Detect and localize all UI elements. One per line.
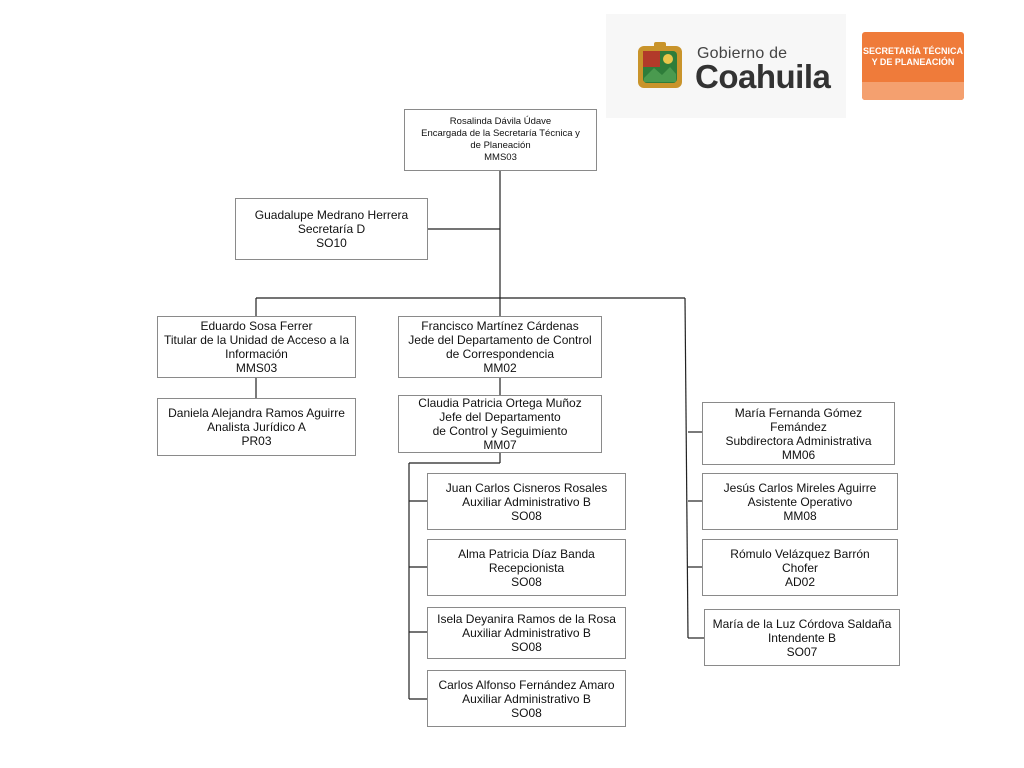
org-box-operative: Jesús Carlos Mireles Aguirre Asistente O… [702, 473, 898, 530]
admin-name-2: Femández [770, 419, 827, 434]
aux1-title: Auxiliar Administrativo B [462, 494, 591, 509]
org-box-transparency: Eduardo Sosa Ferrer Titular de la Unidad… [157, 316, 356, 378]
secretary-code: SO10 [316, 236, 347, 250]
admin-name-1: María Fernanda Gómez [734, 405, 863, 420]
org-box-admin: María Fernanda Gómez Femández Subdirecto… [702, 402, 895, 465]
transparency-title-2: Información [225, 347, 288, 361]
janitor-title: Intendente B [767, 630, 837, 645]
tracking-title-1: Jefe del Departamento [439, 410, 561, 424]
aux2-title: Auxiliar Administrativo B [462, 626, 591, 640]
aux3-code: SO08 [511, 705, 542, 720]
legal-analyst-code: PR03 [241, 434, 272, 448]
transparency-title-1: Titular de la Unidad de Acceso a la [164, 333, 349, 347]
org-box-legal-analyst: Daniela Alejandra Ramos Aguirre Analista… [157, 398, 356, 456]
badge-lower-band [862, 82, 964, 100]
operative-title: Asistente Operativo [747, 494, 853, 509]
driver-name: Rómulo Velázquez Barrón [730, 546, 870, 561]
aux1-name: Juan Carlos Cisneros Rosales [445, 480, 608, 495]
janitor-name: María de la Luz Córdova Saldaña [712, 616, 892, 631]
reception-name: Alma Patricia Díaz Banda [458, 546, 595, 561]
aux2-code: SO08 [511, 640, 542, 654]
org-box-aux2: Isela Deyanira Ramos de la Rosa Auxiliar… [427, 607, 626, 659]
correspondence-code: MM02 [483, 361, 517, 375]
head-name: Rosalinda Dávila Údave [449, 116, 552, 127]
org-box-reception: Alma Patricia Díaz Banda Recepcionista S… [427, 539, 626, 596]
head-code: MMS03 [484, 152, 517, 163]
admin-code: MM06 [781, 447, 816, 462]
janitor-code: SO07 [786, 644, 818, 659]
badge-line-1: SECRETARÍA TÉCNICA [862, 46, 963, 56]
org-box-secretary: Guadalupe Medrano Herrera Secretaría D S… [235, 198, 428, 260]
admin-title: Subdirectora Administrativa [725, 433, 872, 448]
logo-line-1: Gobierno de [697, 45, 788, 62]
legal-analyst-name: Daniela Alejandra Ramos Aguirre [168, 406, 345, 420]
org-box-tracking: Claudia Patricia Ortega Muñoz Jefe del D… [398, 395, 602, 453]
coahuila-seal-icon [638, 42, 682, 88]
correspondence-title-1: Jede del Departamento de Control [408, 333, 592, 347]
tracking-title-2: de Control y Seguimiento [432, 424, 568, 438]
tracking-code: MM07 [483, 438, 517, 452]
correspondence-title-2: de Correspondencia [445, 347, 555, 361]
secretary-name: Guadalupe Medrano Herrera [254, 208, 409, 222]
badge-line-2: Y DE PLANEACIÓN [871, 57, 955, 67]
transparency-name: Eduardo Sosa Ferrer [200, 319, 313, 333]
aux2-name: Isela Deyanira Ramos de la Rosa [437, 612, 616, 626]
aux3-title: Auxiliar Administrativo B [462, 691, 591, 706]
org-box-correspondence: Francisco Martínez Cárdenas Jede del Dep… [398, 316, 602, 378]
aux1-code: SO08 [511, 508, 542, 523]
org-box-aux1: Juan Carlos Cisneros Rosales Auxiliar Ad… [427, 473, 626, 530]
reception-title: Recepcionista [488, 560, 565, 575]
tracking-name: Claudia Patricia Ortega Muñoz [418, 396, 582, 410]
driver-code: AD02 [784, 574, 816, 589]
org-box-driver: Rómulo Velázquez Barrón Chofer AD02 [702, 539, 898, 596]
operative-name: Jesús Carlos Mireles Aguirre [723, 480, 877, 495]
connector-admin-trunk [684, 297, 689, 639]
operative-code: MM08 [783, 508, 817, 523]
aux3-name: Carlos Alfonso Fernández Amaro [438, 677, 615, 692]
logo-line-2: Coahuila [695, 58, 831, 95]
transparency-code: MMS03 [235, 361, 278, 375]
head-title-1: Encargada de la Secretaría Técnica y [421, 128, 580, 139]
legal-analyst-title: Analista Jurídico A [207, 420, 306, 434]
head-title-2: de Planeación [470, 140, 531, 151]
reception-code: SO08 [511, 574, 542, 589]
correspondence-name: Francisco Martínez Cárdenas [421, 319, 579, 333]
org-box-janitor: María de la Luz Córdova Saldaña Intenden… [704, 609, 900, 666]
planning-secretariat-badge: SECRETARÍA TÉCNICA Y DE PLANEACIÓN [862, 32, 964, 100]
secretary-title: Secretaría D [297, 222, 366, 236]
org-box-aux3: Carlos Alfonso Fernández Amaro Auxiliar … [427, 670, 626, 727]
driver-title: Chofer [781, 560, 819, 575]
org-box-head: Rosalinda Dávila Údave Encargada de la S… [404, 109, 597, 171]
